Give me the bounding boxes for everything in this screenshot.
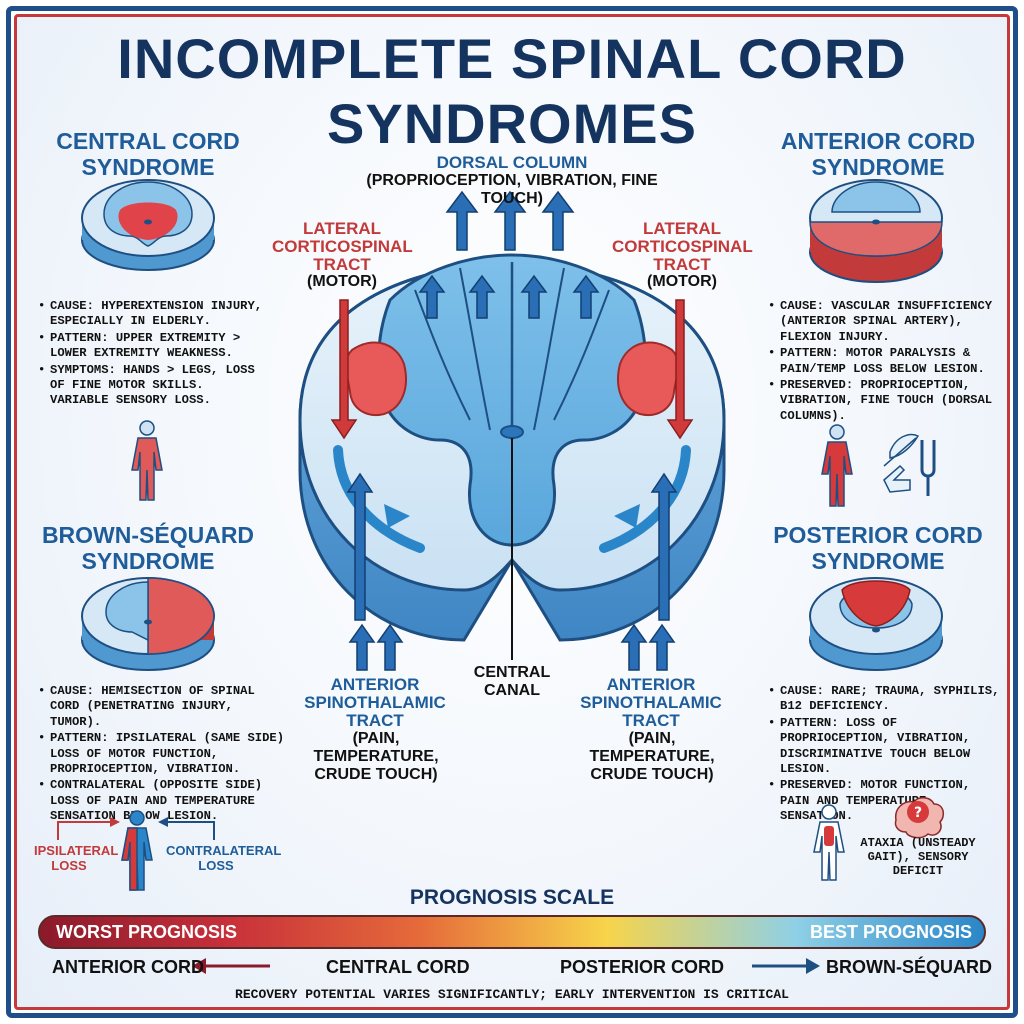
best-prognosis-label: BEST PROGNOSIS (809, 922, 972, 942)
ataxia-label: ATAXIA (UNSTEADY GAIT), SENSORY DEFICIT (860, 836, 976, 878)
arrow-icon (158, 817, 168, 827)
central-cord-bullets: CAUSE: HYPEREXTENSION INJURY, ESPECIALLY… (36, 299, 268, 410)
posterior-cord-title: POSTERIOR CORD SYNDROME (773, 522, 983, 574)
human-figure-icon (131, 420, 163, 501)
pointing-hand-icon (883, 464, 911, 493)
spinothalamic-left-label: ANTERIOR SPINOTHALAMIC TRACT (304, 675, 446, 730)
central-cord-icon (81, 179, 215, 271)
dorsal-arrows (445, 190, 575, 251)
anterior-cord-icon (809, 179, 943, 283)
brown-sequard-title: BROWN-SÉQUARD SYNDROME (41, 522, 255, 574)
arrow-icon (110, 817, 120, 827)
lateral-tract-right-label: LATERAL CORTICOSPINAL TRACT (612, 219, 753, 274)
human-figure-icon (821, 424, 853, 507)
posterior-cord-icon (809, 577, 943, 671)
posterior-cord-bullets: CAUSE: RARE; TRAUMA, SYPHILIS, B12 DEFIC… (766, 684, 1002, 826)
contralateral-loss-label: CONTRALATERAL LOSS (166, 843, 282, 873)
worst-prognosis-label: WORST PROGNOSIS (56, 922, 238, 942)
lateral-tract-left-sub: (MOTOR) (307, 273, 377, 290)
page-title: INCOMPLETE SPINAL CORD SYNDROMES (117, 27, 907, 155)
brown-sequard-bullets: CAUSE: HEMISECTION OF SPINAL CORD (PENET… (36, 684, 286, 826)
list-item: CAUSE: HEMISECTION OF SPINAL CORD (PENET… (36, 684, 286, 730)
central-canal-label: CENTRAL CANAL (473, 664, 551, 699)
prognosis-bar (38, 915, 986, 949)
human-figure-icon (813, 804, 845, 881)
central-cord-title: CENTRAL CORD SYNDROME (56, 128, 240, 180)
spinothalamic-arrows (346, 472, 678, 671)
svg-text:?: ? (914, 805, 922, 821)
list-item: PRESERVED: MOTOR FUNCTION, PAIN AND TEMP… (766, 778, 1002, 824)
human-figure-icon (121, 810, 153, 891)
lateral-tract-right-sub: (MOTOR) (647, 273, 717, 290)
list-item: CAUSE: VASCULAR INSUFFICIENCY (ANTERIOR … (766, 299, 994, 345)
feather-icon (883, 433, 920, 467)
rank-central-cord: CENTRAL CORD (326, 957, 470, 977)
main-cord-section (298, 253, 726, 660)
list-item: PATTERN: IPSILATERAL (SAME SIDE) LOSS OF… (36, 731, 286, 777)
ipsilateral-loss-label: IPSILATERAL LOSS (34, 843, 119, 873)
corticospinal-arrows (330, 299, 694, 440)
rank-brown-sequard: BROWN-SÉQUARD (826, 957, 992, 977)
brown-sequard-cord-icon (81, 577, 215, 671)
contralateral-arrow-icon (166, 821, 215, 840)
list-item: SYMPTOMS: HANDS > LEGS, LOSS OF FINE MOT… (36, 363, 268, 409)
brain-question-icon: ? (894, 797, 945, 839)
tuning-fork-icon (920, 440, 936, 496)
list-item: PATTERN: UPPER EXTREMITY > LOWER EXTREMI… (36, 331, 268, 362)
anterior-cord-title: ANTERIOR CORD SYNDROME (780, 128, 976, 180)
rank-posterior-cord: POSTERIOR CORD (560, 957, 725, 977)
anterior-cord-bullets: CAUSE: VASCULAR INSUFFICIENCY (ANTERIOR … (766, 299, 994, 425)
spinothalamic-left-sub: (PAIN, TEMPERATURE, CRUDE TOUCH) (313, 730, 439, 783)
dorsal-column-sub: (PROPRIOCEPTION, VIBRATION, FINE TOUCH) (366, 172, 658, 207)
rank-anterior-cord: ANTERIOR CORD (52, 957, 204, 977)
list-item: CAUSE: RARE; TRAUMA, SYPHILIS, B12 DEFIC… (766, 684, 1002, 715)
footer-note: RECOVERY POTENTIAL VARIES SIGNIFICANTLY;… (235, 987, 789, 1002)
ipsilateral-arrow-icon (57, 821, 112, 840)
list-item: PATTERN: LOSS OF PROPRIOCEPTION, VIBRATI… (766, 716, 1002, 778)
rank-left-arrow-icon (192, 958, 270, 974)
list-item: PRESERVED: PROPRIOCEPTION, VIBRATION, FI… (766, 378, 994, 424)
inner-arrows (418, 274, 600, 319)
prognosis-title: PROGNOSIS SCALE (409, 886, 615, 909)
list-item: CAUSE: HYPEREXTENSION INJURY, ESPECIALLY… (36, 299, 268, 330)
list-item: PATTERN: MOTOR PARALYSIS & PAIN/TEMP LOS… (766, 346, 994, 377)
dorsal-column-label: DORSAL COLUMN (436, 153, 588, 172)
lateral-tract-left-label: LATERAL CORTICOSPINAL TRACT (272, 219, 413, 274)
rank-right-arrow-icon (752, 958, 820, 974)
spinothalamic-right-label: ANTERIOR SPINOTHALAMIC TRACT (580, 675, 722, 730)
spinothalamic-right-sub: (PAIN, TEMPERATURE, CRUDE TOUCH) (589, 730, 715, 783)
